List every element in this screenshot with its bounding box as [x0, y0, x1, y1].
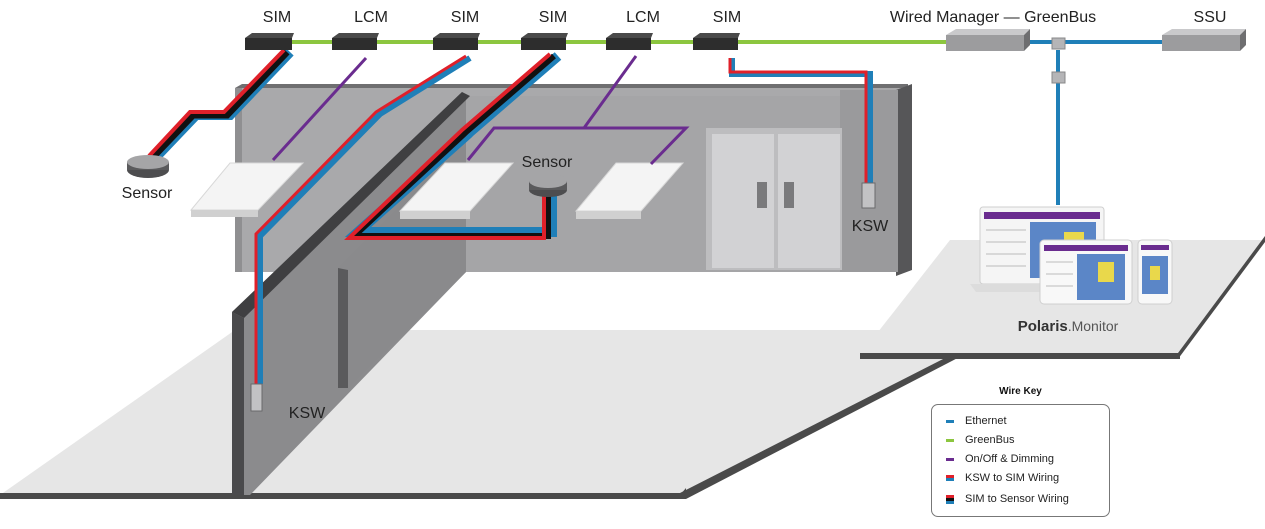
monitor-phone — [1137, 239, 1173, 305]
wire-key-item: Ethernet — [946, 413, 1007, 429]
wire-key-label: SIM to Sensor Wiring — [965, 493, 1069, 505]
wire-key-label: Ethernet — [965, 415, 1007, 427]
wire-key-item: GreenBus — [946, 432, 1015, 448]
wire-key-label: On/Off & Dimming — [965, 453, 1055, 465]
dimming-wire-right — [466, 55, 690, 166]
sim-device-3 — [521, 33, 568, 50]
ksw-right-label: KSW — [852, 218, 889, 235]
ssu-label: SSU — [1194, 9, 1227, 26]
sim-label-2: SIM — [451, 9, 479, 26]
sim-device-1 — [245, 33, 294, 50]
light-fixture-right — [574, 162, 685, 219]
ksw-left-label: KSW — [289, 405, 326, 422]
wire-color-swatch — [946, 457, 954, 461]
wired-manager-device — [946, 29, 1030, 51]
light-fixture-left — [189, 162, 305, 217]
polaris-brand-light: Monitor — [1072, 318, 1119, 334]
monitor-tablet — [1039, 239, 1133, 305]
lcm-label-1: LCM — [354, 9, 388, 26]
sim-label-1: SIM — [263, 9, 291, 26]
sim-label-3: SIM — [539, 9, 567, 26]
ethernet-splitter-mid — [1051, 71, 1066, 84]
dimming-wire-left — [271, 56, 368, 162]
wired-manager-label: Wired Manager — GreenBus — [890, 9, 1096, 26]
lcm-label-2: LCM — [626, 9, 660, 26]
sensor-left-label: Sensor — [122, 185, 173, 202]
sim-device-2 — [433, 33, 480, 50]
sensor-left-device — [127, 155, 169, 178]
ksw-left-device — [250, 383, 263, 412]
ksw-wiring-right — [728, 58, 873, 184]
sensor-center-label: Sensor — [522, 154, 573, 171]
ethernet-splitter-top — [1051, 37, 1066, 50]
wire-key-label: GreenBus — [965, 434, 1015, 446]
ksw-wiring-left — [254, 54, 472, 384]
wire-color-swatch — [946, 438, 954, 442]
wire-color-swatch — [946, 494, 954, 504]
sensor-center-device — [529, 174, 567, 197]
ssu-device — [1162, 29, 1246, 51]
ethernet-wire — [1020, 40, 1168, 205]
polaris-brand-dot: . — [1068, 318, 1072, 334]
double-door — [706, 128, 842, 270]
wire-key-item: KSW to SIM Wiring — [946, 470, 1059, 486]
wire-key-item: On/Off & Dimming — [946, 451, 1054, 467]
sensor-wiring-left — [147, 48, 294, 162]
ksw-right-device — [861, 182, 876, 209]
wire-key-item: SIM to Sensor Wiring — [946, 491, 1069, 507]
polaris-brand-bold: Polaris — [1018, 318, 1068, 335]
wire-color-swatch — [946, 419, 954, 423]
main-floor — [0, 330, 1000, 499]
wire-key-label: KSW to SIM Wiring — [965, 472, 1060, 484]
lcm-device-1 — [332, 33, 379, 50]
sim-label-4: SIM — [713, 9, 741, 26]
sensor-wiring-center — [344, 52, 562, 240]
sim-device-4 — [693, 33, 740, 50]
light-fixture-center — [398, 162, 515, 219]
wire-key-title: Wire Key — [999, 386, 1042, 397]
wire-color-swatch — [946, 475, 954, 481]
lcm-device-2 — [606, 33, 653, 50]
polaris-monitor-logo: Polaris.Monitor — [1018, 318, 1119, 335]
